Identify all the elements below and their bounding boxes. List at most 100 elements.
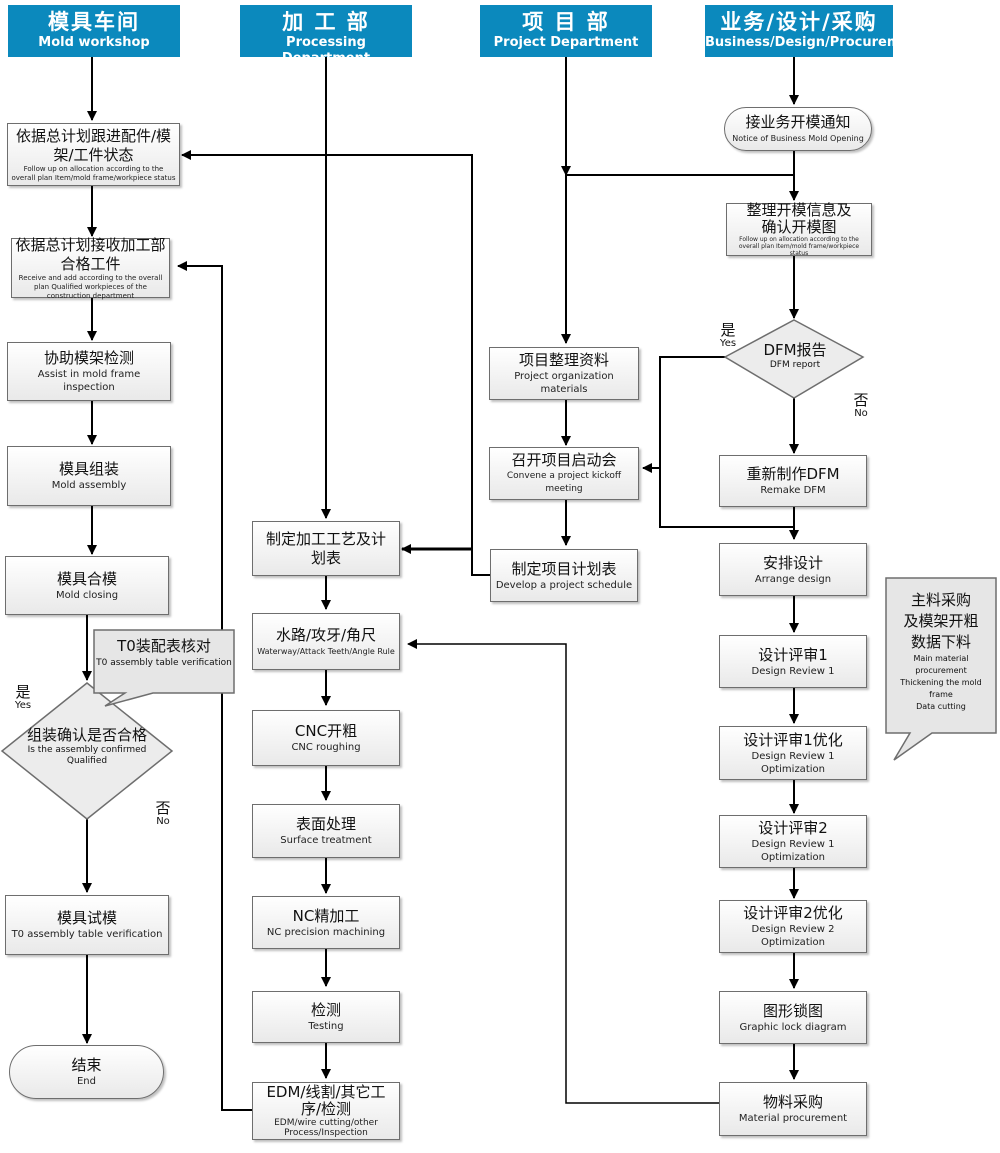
node-cnc[interactable]: CNC开粗 CNC roughing — [252, 710, 400, 766]
node-waterway[interactable]: 水路/攻牙/角尺 Waterway/Attack Teeth/Angle Rul… — [252, 613, 400, 670]
node-en: NC precision machining — [266, 926, 386, 938]
node-notice[interactable]: 接业务开模通知 Notice of Business Mold Opening — [724, 107, 872, 151]
node-kickoff[interactable]: 召开项目启动会 Convene a project kickoff meetin… — [489, 447, 639, 500]
node-zh: 设计评审2 — [758, 819, 828, 837]
node-zh: 设计评审1 — [758, 645, 828, 664]
callout-procurement-shape — [885, 577, 997, 761]
arrow-schedule-to-follow — [181, 150, 490, 576]
node-project-schedule[interactable]: 制定项目计划表 Develop a project schedule — [490, 549, 638, 602]
node-project-materials[interactable]: 项目整理资料 Project organization materials — [489, 347, 639, 400]
callout-en: Data cutting — [916, 702, 966, 711]
node-remake-dfm[interactable]: 重新制作DFM Remake DFM — [719, 455, 867, 507]
decision-assembly[interactable]: 组装确认是否合格 Is the assembly confirmed Quali… — [22, 726, 152, 767]
header-processing: 加 工 部 Processing Department — [240, 5, 412, 66]
node-zh: CNC开粗 — [294, 722, 358, 740]
node-en: Notice of Business Mold Opening — [732, 134, 864, 143]
node-en: Develop a project schedule — [495, 579, 633, 591]
header-mold-workshop: 模具车间 Mold workshop — [8, 5, 180, 57]
node-en: Remake DFM — [760, 485, 826, 496]
node-zh: 制定加工工艺及计划表 — [266, 529, 387, 567]
node-en: EDM/wire cutting/other Process/Inspectio… — [274, 1118, 378, 1138]
node-en: Testing — [308, 1021, 344, 1032]
node-zh: 整理开模信息及确认开模图 — [746, 201, 852, 236]
node-en: Surface treatment — [280, 835, 372, 846]
node-en: Design Review 2 Optimization — [751, 924, 835, 948]
node-review1-opt[interactable]: 设计评审1优化 Design Review 1 Optimization — [719, 726, 867, 780]
node-zh: 物料采购 — [762, 1093, 823, 1111]
header-project: 项 目 部 Project Department — [480, 5, 652, 57]
node-en: Graphic lock diagram — [739, 1021, 847, 1033]
node-zh: 模具合模 — [56, 569, 117, 588]
yes-zh: 是 — [720, 321, 736, 339]
node-zh: 依据总计划跟进配件/模架/工件状态 — [15, 126, 172, 164]
header-project-en: Project Department — [493, 35, 639, 50]
arrow-dfm-yes-to-kickoff — [642, 356, 727, 473]
node-zh: 依据总计划接收加工部合格工件 — [15, 235, 166, 273]
label-no-assembly: 否 No — [150, 800, 176, 827]
no-en: No — [854, 408, 868, 419]
decision-dfm-shape — [723, 319, 865, 399]
node-zh: 结束 — [71, 1056, 102, 1074]
node-receive[interactable]: 依据总计划接收加工部合格工件 Receive and add according… — [11, 235, 170, 300]
node-en: Arrange design — [754, 573, 832, 585]
decision-dfm[interactable]: DFM报告 DFM report — [745, 341, 845, 371]
node-zh: EDM/线割/其它工序/检测 — [266, 1083, 386, 1118]
callout-procurement: 主料采购 及模架开粗 数据下料 Main material procuremen… — [888, 590, 994, 713]
node-zh: 检测 — [310, 1001, 341, 1019]
node-zh: 接业务开模通知 — [745, 113, 851, 131]
decision-assembly-shape — [0, 682, 174, 820]
header-mold-en: Mold workshop — [38, 35, 150, 50]
node-assembly[interactable]: 模具组装 Mold assembly — [7, 446, 171, 506]
decision-zh: 组装确认是否合格 — [26, 726, 147, 744]
node-end[interactable]: 结束 End — [9, 1045, 164, 1099]
node-review1[interactable]: 设计评审1 Design Review 1 — [719, 635, 867, 688]
node-en: Design Review 1 Optimization — [751, 839, 835, 863]
node-zh: 项目整理资料 — [518, 351, 609, 369]
node-nc[interactable]: NC精加工 NC precision machining — [252, 896, 400, 949]
node-zh: 模具组装 — [58, 460, 119, 478]
yes-zh: 是 — [15, 683, 31, 701]
label-no-dfm: 否 No — [848, 392, 874, 419]
node-zh: 设计评审1优化 — [743, 730, 843, 749]
node-follow-up[interactable]: 依据总计划跟进配件/模架/工件状态 Follow up on allocatio… — [7, 123, 180, 186]
decision-en: Is the assembly confirmed Qualified — [27, 745, 147, 766]
node-assist[interactable]: 协助模架检测 Assist in mold frame inspection — [7, 342, 171, 401]
node-testing[interactable]: 检测 Testing — [252, 991, 400, 1043]
node-en: Design Review 1 — [751, 665, 835, 677]
node-zh: 图形锁图 — [762, 1001, 823, 1020]
node-en: Assist in mold frame inspection — [37, 369, 141, 393]
node-zh: 表面处理 — [295, 815, 356, 833]
node-zh: 安排设计 — [762, 553, 823, 572]
node-surface[interactable]: 表面处理 Surface treatment — [252, 804, 400, 858]
node-process-plan[interactable]: 制定加工工艺及计划表 — [252, 521, 400, 576]
node-arrange-design[interactable]: 安排设计 Arrange design — [719, 543, 867, 596]
node-en: Convene a project kickoff meeting — [506, 471, 622, 494]
node-en: Follow up on allocation according to the… — [11, 164, 176, 182]
node-trial[interactable]: 模具试模 T0 assembly table verification — [5, 895, 169, 955]
no-zh: 否 — [853, 391, 869, 409]
node-en: Mold closing — [55, 589, 119, 601]
header-business-zh: 业务/设计/采购 — [720, 10, 878, 34]
yes-en: Yes — [719, 338, 737, 349]
node-edm[interactable]: EDM/线割/其它工序/检测 EDM/wire cutting/other Pr… — [252, 1082, 400, 1140]
node-en: Mold assembly — [51, 480, 127, 491]
node-zh: 协助模架检测 — [43, 349, 134, 367]
node-organize[interactable]: 整理开模信息及确认开模图 Follow up on allocation acc… — [726, 201, 872, 257]
callout-en: Thickening the mold frame — [900, 678, 982, 699]
callout-en: Main material procurement — [913, 654, 969, 675]
decision-zh: DFM报告 — [763, 341, 827, 359]
callout-t0: T0装配表核对 T0 assembly table verification — [96, 636, 232, 669]
node-material-procurement[interactable]: 物料采购 Material procurement — [719, 1082, 867, 1136]
callout-en: T0 assembly table verification — [96, 658, 232, 668]
node-zh: NC精加工 — [292, 906, 360, 925]
node-review2-opt[interactable]: 设计评审2优化 Design Review 2 Optimization — [719, 900, 867, 953]
node-lock-diagram[interactable]: 图形锁图 Graphic lock diagram — [719, 991, 867, 1044]
arrow-procure-to-waterway — [407, 639, 719, 1104]
header-business-en: Business/Design/Procurement — [705, 35, 925, 50]
header-processing-en: Processing Department — [281, 35, 371, 66]
node-closing[interactable]: 模具合模 Mold closing — [5, 556, 169, 615]
node-zh: 水路/攻牙/角尺 — [275, 625, 377, 644]
node-zh: 设计评审2优化 — [743, 904, 843, 922]
node-review2[interactable]: 设计评审2 Design Review 1 Optimization — [719, 815, 867, 868]
callout-zh: T0装配表核对 — [117, 637, 211, 655]
